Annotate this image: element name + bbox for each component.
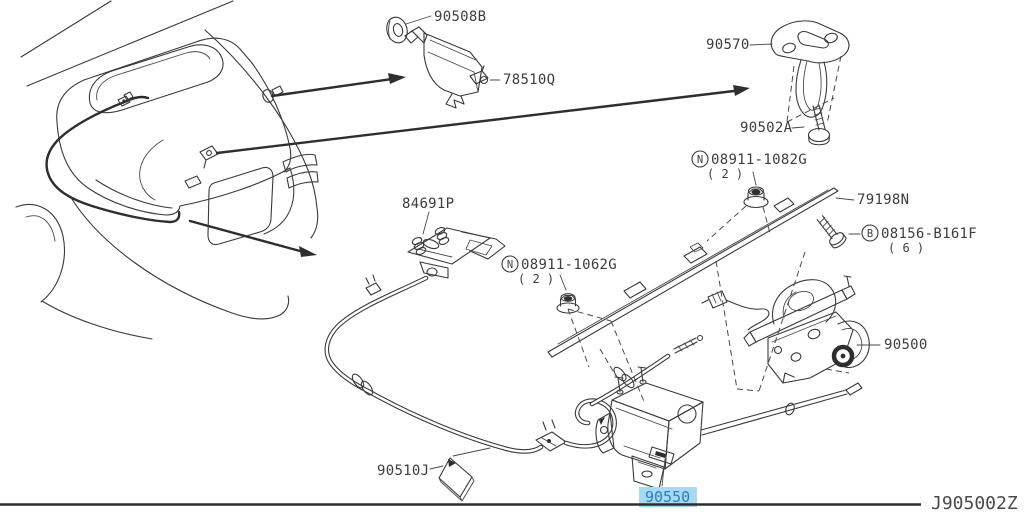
part-label-08911-1062g: 08911-1062G bbox=[521, 257, 617, 273]
leader-90510j bbox=[429, 465, 444, 470]
leader-84691p bbox=[422, 211, 430, 235]
bolt-08156-b161f-part bbox=[816, 215, 847, 249]
part-label-08911-1082g: 08911-1082G bbox=[711, 152, 807, 168]
part-label-84691p: 84691P bbox=[402, 196, 454, 212]
qty-08911-1082g: ( 2 ) bbox=[707, 167, 743, 181]
leader-90502a bbox=[791, 126, 805, 129]
bolt-90502a-part bbox=[807, 104, 831, 146]
callout-nut-upper: N 08911-1082G ( 2 ) bbox=[691, 150, 807, 181]
lock-cylinder-78510q-part bbox=[404, 26, 489, 109]
opener-bracket-84691p-part bbox=[407, 227, 506, 279]
nut-08911-1062g-part bbox=[556, 293, 580, 314]
actuator-90550-part bbox=[595, 366, 863, 490]
part-link-90550[interactable]: 90550 bbox=[639, 487, 697, 507]
qty-08156-b161f: ( 6 ) bbox=[888, 241, 924, 255]
car-lock-cylinder-glyph bbox=[262, 85, 284, 103]
arrow-to-striker bbox=[215, 85, 750, 155]
alignment-dashed-lines bbox=[567, 205, 850, 405]
drawing-code: J905002Z bbox=[931, 493, 1018, 512]
part-label-90502a: 90502A bbox=[740, 120, 793, 136]
arrow-to-lock-cylinder bbox=[270, 73, 406, 98]
leader-nut-upper bbox=[752, 171, 757, 186]
part-label-78510q: 78510Q bbox=[503, 72, 555, 88]
protector-pad-90510j-part bbox=[438, 447, 491, 502]
car-latch-glyph bbox=[184, 145, 219, 189]
prefix-symbol-b: B bbox=[867, 228, 873, 240]
part-label-90550[interactable]: 90550 bbox=[645, 488, 690, 506]
callout-nut-lower: N 08911-1062G ( 2 ) bbox=[501, 255, 617, 286]
leader-90550 bbox=[661, 458, 666, 487]
part-label-90510j: 90510J bbox=[377, 463, 429, 479]
highlight-box-90550 bbox=[639, 487, 697, 507]
latch-90500-part bbox=[701, 275, 870, 384]
bracket-springs bbox=[411, 227, 450, 255]
part-label-79198n: 79198N bbox=[857, 192, 909, 208]
part-label-90500: 90500 bbox=[884, 337, 928, 353]
part-label-90570: 90570 bbox=[706, 37, 750, 53]
leader-nut-lower bbox=[559, 274, 567, 291]
part-label-90508b: 90508B bbox=[434, 9, 486, 25]
car-illustration bbox=[15, 0, 319, 340]
leader-90570 bbox=[749, 43, 773, 46]
car-cable-clip bbox=[117, 91, 134, 107]
striker-90570-part bbox=[770, 20, 850, 125]
car-release-cable bbox=[45, 95, 181, 224]
pointer-arrows bbox=[188, 73, 750, 257]
prefix-symbol-n-upper: N bbox=[697, 154, 703, 166]
prefix-symbol-n-lower: N bbox=[507, 259, 513, 271]
part-label-08156-b161f: 08156-B161F bbox=[881, 226, 977, 242]
leader-90508b bbox=[405, 15, 432, 25]
finisher-79198n-part bbox=[547, 187, 839, 358]
callout-hex-bolt: B 08156-B161F ( 6 ) bbox=[861, 224, 977, 255]
qty-08911-1062g: ( 2 ) bbox=[518, 272, 554, 286]
nut-08911-1082g-part bbox=[743, 186, 769, 209]
leader-79198n bbox=[835, 197, 855, 201]
opener-cable-assembly bbox=[324, 274, 704, 454]
grommet-90508b-part bbox=[386, 16, 408, 44]
arrow-to-opener-cable bbox=[188, 219, 317, 257]
